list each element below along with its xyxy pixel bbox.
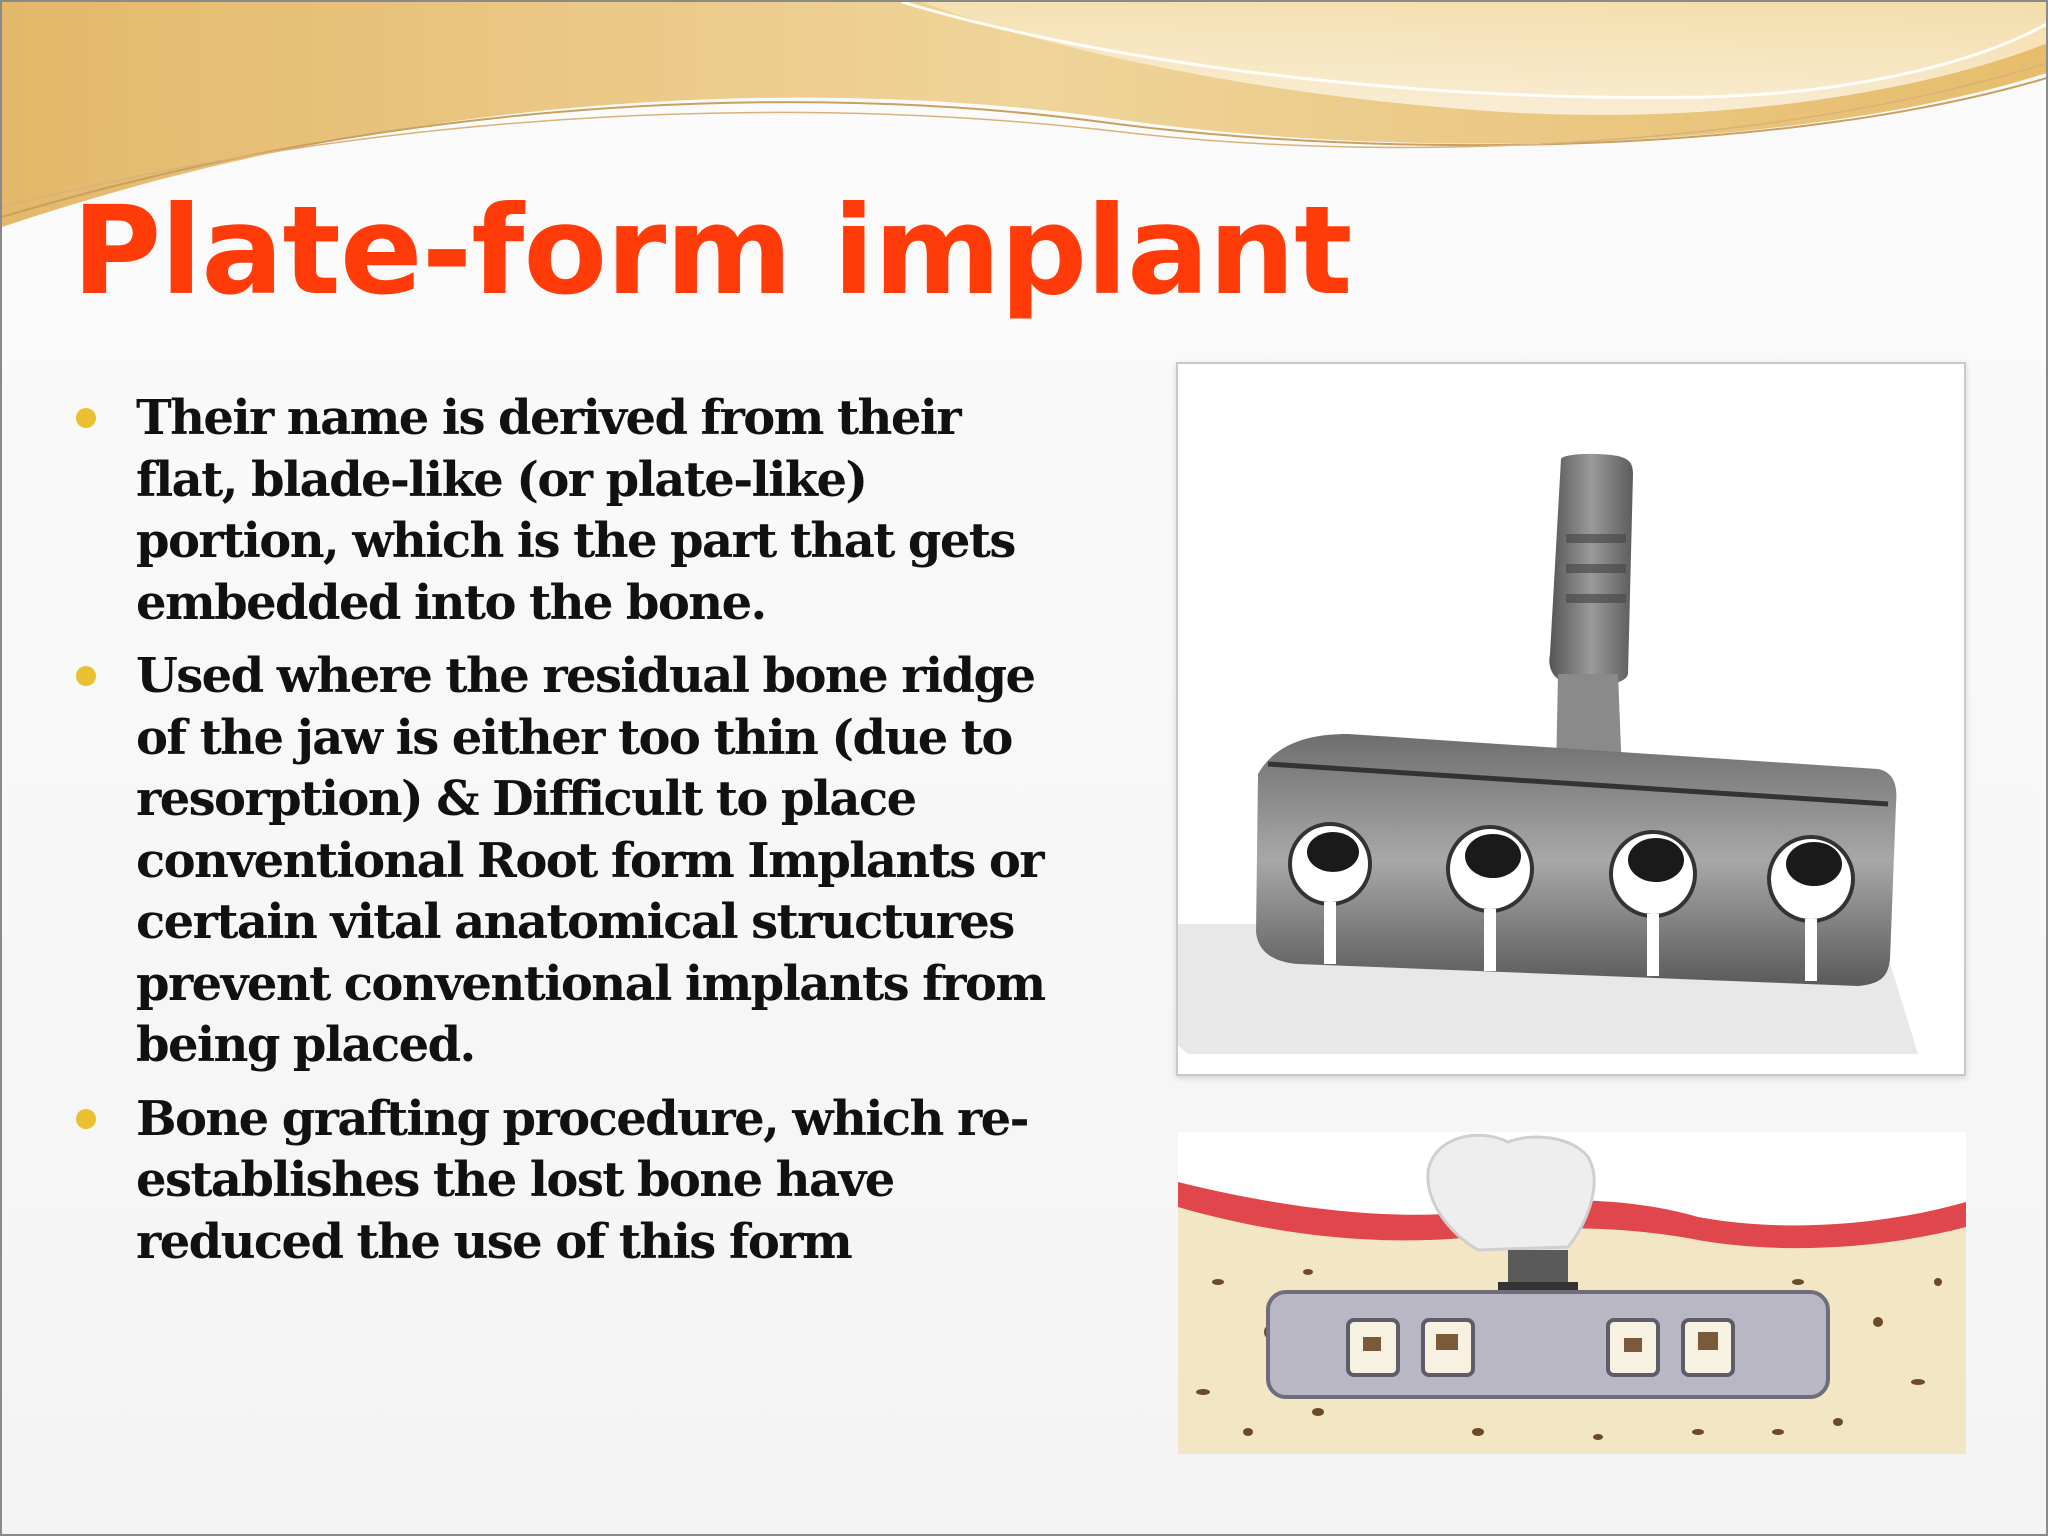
bullet-list: Their name is derived from their flat, b… [72,388,1072,1285]
slide-title: Plate-form implant [72,180,1353,322]
bullet-item: Used where the residual bone ridge of th… [72,646,1072,1077]
bullet-text: Their name is derived from their flat, b… [136,390,1016,631]
bullet-item: Bone grafting procedure, which re-establ… [72,1089,1072,1274]
bullet-item: Their name is derived from their flat, b… [72,388,1072,634]
blade-implant-illustration [1178,364,1964,1074]
bullet-text: Bone grafting procedure, which re-establ… [136,1090,1030,1270]
blade-implant-in-bone-diagram [1178,1132,1966,1454]
bullet-dot-icon [76,1108,96,1129]
bullet-dot-icon [76,408,96,428]
header-wave-decoration [2,2,2046,227]
blade-implant-photo [1176,362,1966,1076]
bullet-dot-icon [76,666,96,686]
bullet-text: Used where the residual bone ridge of th… [136,648,1046,1073]
bone-diagram-illustration [1178,1132,1966,1454]
